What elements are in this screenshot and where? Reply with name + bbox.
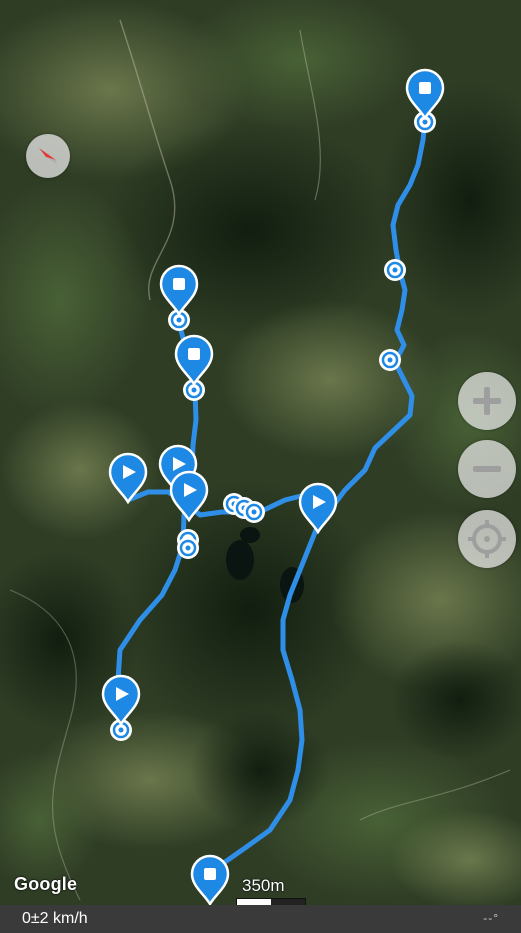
map-scale: 350m <box>236 876 308 906</box>
plus-icon <box>473 387 501 415</box>
marker-layer <box>101 68 445 905</box>
compass-button[interactable] <box>26 134 70 178</box>
waypoint-dot[interactable] <box>379 349 401 371</box>
waypoint-dot[interactable] <box>243 501 265 523</box>
stop-marker[interactable] <box>405 68 445 121</box>
play-icon <box>173 457 186 471</box>
stop-marker[interactable] <box>190 854 230 905</box>
speed-readout: 0±2 km/h <box>22 910 88 927</box>
zoom-out-button[interactable] <box>458 440 516 498</box>
satellite-map[interactable] <box>0 0 521 905</box>
stop-icon <box>173 278 185 290</box>
status-bar: 0±2 km/h --° <box>0 905 521 933</box>
stop-icon <box>204 868 216 880</box>
waypoint-dot[interactable] <box>177 537 199 559</box>
route-path <box>207 115 428 878</box>
zoom-in-button[interactable] <box>458 372 516 430</box>
waypoint-dot[interactable] <box>183 379 205 401</box>
crosshair-icon <box>468 520 506 558</box>
waypoint-dot[interactable] <box>384 259 406 281</box>
play-icon <box>116 687 129 701</box>
gps-signal-readout: --° <box>483 911 499 925</box>
start-marker[interactable] <box>298 482 338 535</box>
stop-marker[interactable] <box>159 264 199 317</box>
minus-icon <box>473 466 501 472</box>
provider-logo: Google <box>14 874 78 894</box>
play-icon <box>184 483 197 497</box>
stop-marker[interactable] <box>174 334 214 387</box>
waypoint-dot[interactable] <box>110 719 132 741</box>
scale-label: 350m <box>242 876 285 895</box>
compass-needle-icon <box>39 148 57 164</box>
play-icon <box>313 495 326 509</box>
play-icon <box>123 465 136 479</box>
start-marker[interactable] <box>108 452 148 505</box>
start-marker[interactable] <box>169 470 209 523</box>
stop-icon <box>188 348 200 360</box>
locate-button[interactable] <box>458 510 516 568</box>
stop-icon <box>419 82 431 94</box>
start-marker[interactable] <box>101 674 141 727</box>
route-path <box>125 489 321 518</box>
